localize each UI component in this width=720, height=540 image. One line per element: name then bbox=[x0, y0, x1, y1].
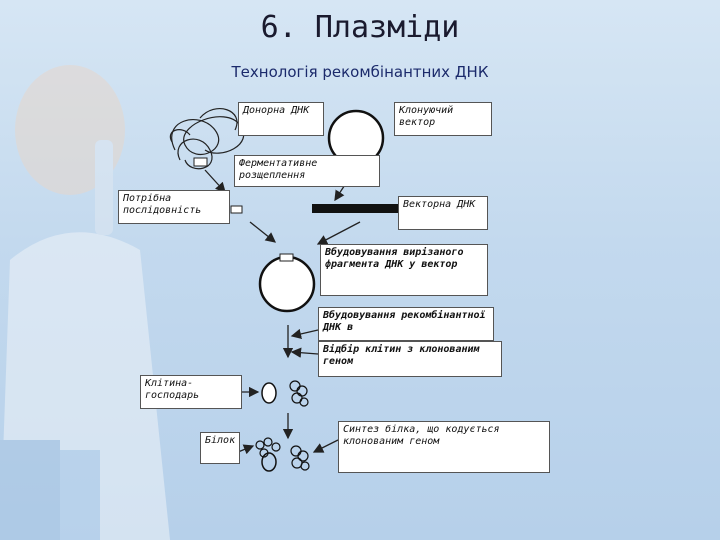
vector-dna-bar bbox=[312, 204, 398, 213]
host-cells-row-2 bbox=[256, 438, 309, 471]
vector-dna-label: Векторна ДНК bbox=[398, 196, 488, 230]
recombinant-plasmid-circle bbox=[260, 257, 314, 311]
donor-dna-label: Донорна ДНК bbox=[238, 102, 324, 136]
synthesis-label: Синтез білка, що кодується клонованим ге… bbox=[338, 421, 550, 473]
insertion-recombinant-label: Вбудовування рекомбінантної ДНК в bbox=[318, 307, 494, 341]
needed-sequence-label: Потрібна послідовність bbox=[118, 190, 230, 224]
protein-label: Білок bbox=[200, 432, 240, 464]
cloning-vector-label: Клонуючий вектор bbox=[394, 102, 492, 136]
host-cell-label: Клітина-господарь bbox=[140, 375, 242, 409]
selection-label: Відбір клітин з клонованим геном bbox=[318, 341, 502, 377]
insertion-fragment-label: Вбудовування вирізаного фрагмента ДНК у … bbox=[320, 244, 488, 296]
host-cells-row-1 bbox=[262, 381, 308, 406]
enzyme-cleavage-label: Ферментативне розщеплення bbox=[234, 155, 380, 187]
